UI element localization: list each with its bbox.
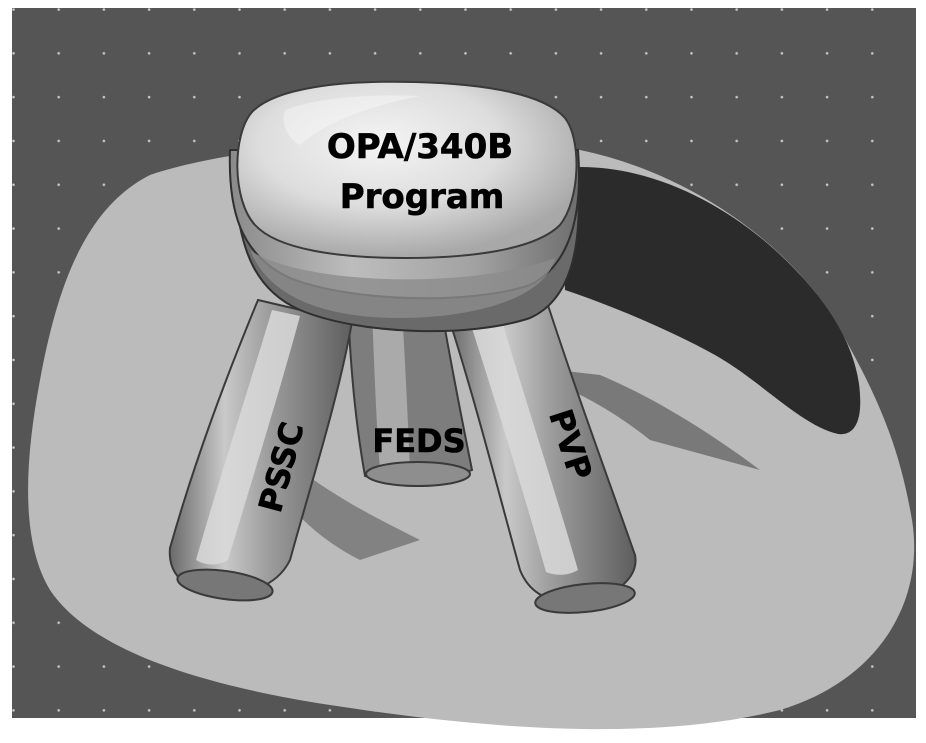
seat-label-line1: OPA/340B [327, 127, 513, 167]
seat-label-line2: Program [340, 177, 505, 217]
leg-label-feds: FEDS [372, 422, 465, 460]
